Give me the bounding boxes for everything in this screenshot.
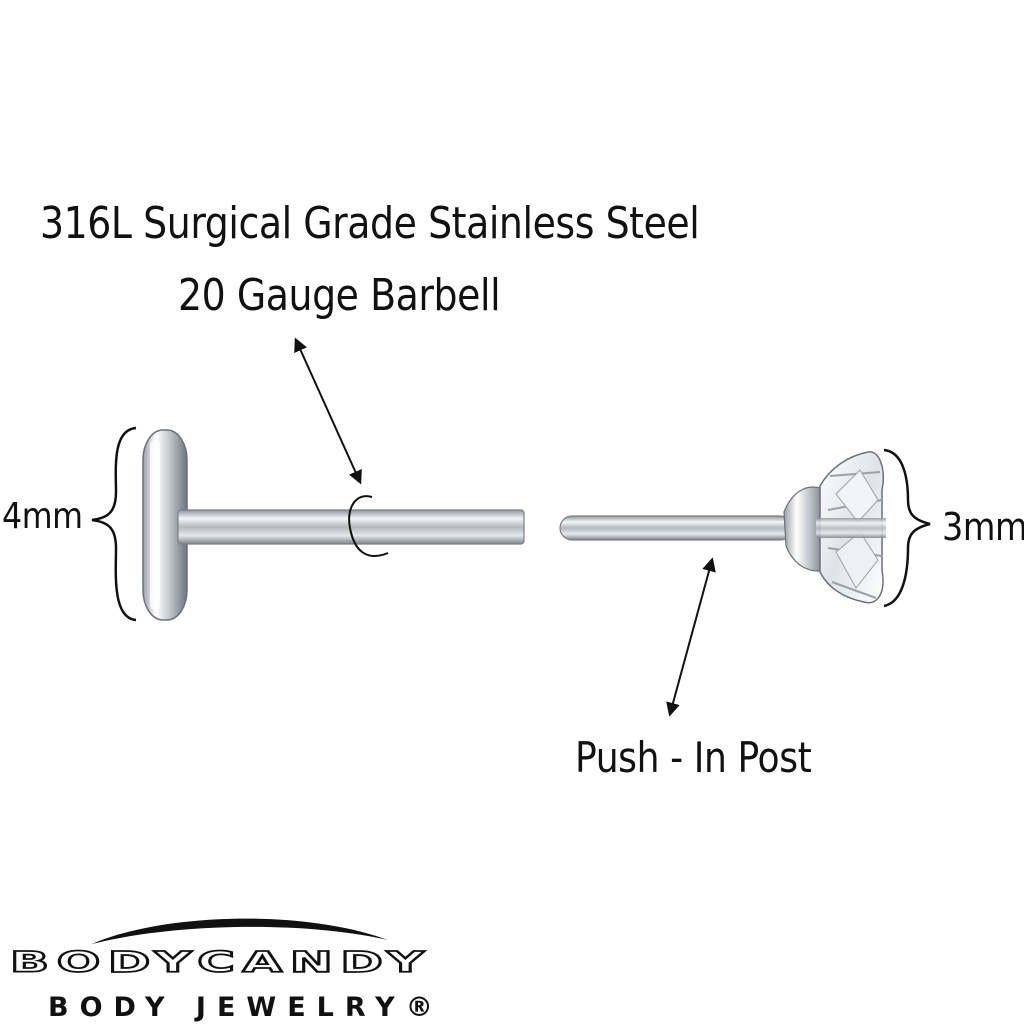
disc-size-bracket bbox=[91, 426, 137, 622]
gauge-label: 20 Gauge Barbell bbox=[178, 270, 501, 321]
logo-swoosh bbox=[92, 918, 388, 944]
push-in-post-label: Push - In Post bbox=[575, 733, 812, 782]
logo-tagline: BODY JEWELRY® bbox=[48, 992, 444, 1023]
gem-size-bracket bbox=[883, 448, 931, 608]
prong-set-gem bbox=[816, 451, 886, 604]
gauge-arrow bbox=[294, 337, 362, 485]
barbell-shaft bbox=[177, 509, 525, 545]
bodycandy-logo: BODYCANDY BODY JEWELRY® bbox=[0, 900, 520, 1024]
push-in-post bbox=[559, 486, 827, 572]
logo-brand-name: BODYCANDY bbox=[8, 945, 432, 980]
gauge-ring-indicator bbox=[348, 495, 389, 557]
disc-size-label: 4mm bbox=[2, 496, 83, 537]
post-arrow bbox=[666, 557, 716, 717]
gem-size-label: 3mm bbox=[942, 505, 1024, 549]
material-label: 316L Surgical Grade Stainless Steel bbox=[40, 198, 700, 249]
flat-disc-back bbox=[142, 429, 188, 621]
